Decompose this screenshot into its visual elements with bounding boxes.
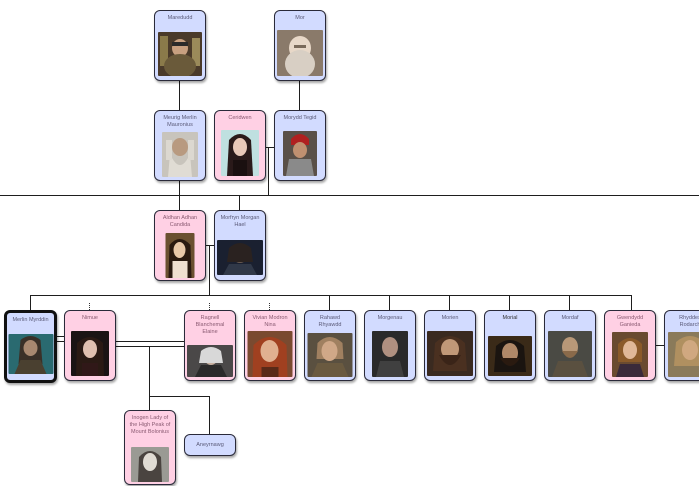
person-card-morfryn[interactable]: Morfryn Morgan Hael — [214, 210, 266, 281]
connector-line — [209, 396, 210, 435]
person-card-morien[interactable]: Morien — [424, 310, 476, 381]
connector-line — [205, 245, 215, 246]
person-name: Morgenau — [377, 315, 403, 321]
person-card-rhyddes[interactable]: Rhyddes Rodarch — [664, 310, 699, 381]
person-name: Rhyddes Rodarch — [679, 315, 699, 328]
person-name: Inogen Lady of the High Peak of Mount Bo… — [129, 415, 171, 435]
connector-line — [115, 346, 185, 347]
person-portrait — [165, 233, 195, 278]
connector-line — [149, 346, 150, 411]
person-card-merlin[interactable]: Merlin Myrddin — [4, 310, 57, 383]
person-portrait — [488, 336, 532, 376]
connector-line — [655, 345, 665, 346]
person-card-meurig[interactable]: Meurig Merlin Mauronius — [154, 110, 206, 181]
person-name: Aneyrnawg — [196, 442, 224, 448]
person-portrait — [71, 331, 109, 376]
person-portrait — [548, 331, 592, 377]
connector-line — [239, 196, 240, 211]
connector-line — [268, 147, 269, 196]
person-portrait — [277, 30, 323, 76]
person-card-morgenau[interactable]: Morgenau — [364, 310, 416, 381]
connector-line — [329, 295, 330, 311]
person-portrait — [612, 332, 648, 377]
person-card-nimue[interactable]: Nimue — [64, 310, 116, 381]
connector-line — [265, 147, 275, 148]
person-name: Mor — [295, 15, 305, 21]
person-name: Maredudd — [167, 15, 193, 21]
connector-line — [179, 80, 180, 111]
person-portrait — [372, 331, 408, 377]
person-name: Morydd Tegid — [283, 115, 317, 121]
connector-line — [55, 341, 185, 342]
person-name: Nimue — [82, 315, 98, 321]
person-portrait — [158, 32, 202, 76]
dotted-connector — [89, 303, 91, 310]
connector-line — [389, 295, 390, 311]
person-name: Morien — [441, 315, 459, 321]
person-card-ceridwen[interactable]: Ceridwen — [214, 110, 266, 181]
person-name: Morial — [502, 315, 518, 321]
person-portrait — [427, 331, 473, 376]
person-card-vivian[interactable]: Vivian Modron Nina — [244, 310, 296, 381]
person-card-inogen[interactable]: Inogen Lady of the High Peak of Mount Bo… — [124, 410, 176, 485]
person-name: Vivian Modron Nina — [252, 315, 288, 328]
person-name: Mordaf — [561, 315, 579, 321]
person-card-morydd[interactable]: Morydd Tegid — [274, 110, 326, 181]
connector-line — [179, 181, 180, 211]
connector-line — [149, 396, 210, 397]
person-portrait — [221, 130, 259, 176]
person-portrait — [668, 332, 699, 377]
dotted-connector — [269, 303, 271, 310]
connector-line — [299, 80, 300, 111]
person-name: Merlin Myrddin — [12, 317, 49, 323]
connector-line — [449, 295, 450, 311]
person-name: Rahawd Rhyawdd — [318, 315, 342, 328]
connector-line — [209, 245, 210, 296]
person-portrait — [187, 345, 233, 377]
person-card-ragnell[interactable]: Ragnell Blanchemal Elaine — [184, 310, 236, 381]
person-card-mor[interactable]: Mor — [274, 10, 326, 81]
person-portrait — [247, 331, 293, 377]
person-name: Aldhan Adhan Candida — [162, 215, 198, 228]
person-name: Gwendydd Ganieda — [616, 315, 644, 328]
person-card-mordaf[interactable]: Mordaf — [544, 310, 596, 381]
connector-line — [30, 295, 31, 311]
person-portrait — [8, 334, 53, 374]
person-portrait — [217, 240, 263, 275]
person-card-morial[interactable]: Morial — [484, 310, 536, 381]
person-name: Ceridwen — [228, 115, 252, 121]
person-name: Morfryn Morgan Hael — [220, 215, 260, 228]
person-portrait — [283, 131, 317, 176]
person-card-gwendydd[interactable]: Gwendydd Ganieda — [604, 310, 656, 381]
person-portrait — [131, 447, 169, 482]
connector-line — [631, 295, 632, 311]
dotted-connector — [209, 303, 211, 310]
person-card-aldhan[interactable]: Aldhan Adhan Candida — [154, 210, 206, 281]
connector-line — [0, 195, 699, 196]
person-card-aneyrnawg[interactable]: Aneyrnawg — [184, 434, 236, 456]
person-portrait — [307, 333, 353, 377]
connector-line — [55, 336, 65, 337]
person-name: Ragnell Blanchemal Elaine — [195, 315, 225, 333]
person-portrait — [162, 132, 198, 177]
connector-line — [509, 295, 510, 311]
person-card-maredudd[interactable]: Maredudd — [154, 10, 206, 81]
person-name: Meurig Merlin Mauronius — [163, 115, 197, 128]
person-card-rahawd[interactable]: Rahawd Rhyawdd — [304, 310, 356, 381]
connector-line — [30, 295, 632, 296]
connector-line — [569, 295, 570, 311]
